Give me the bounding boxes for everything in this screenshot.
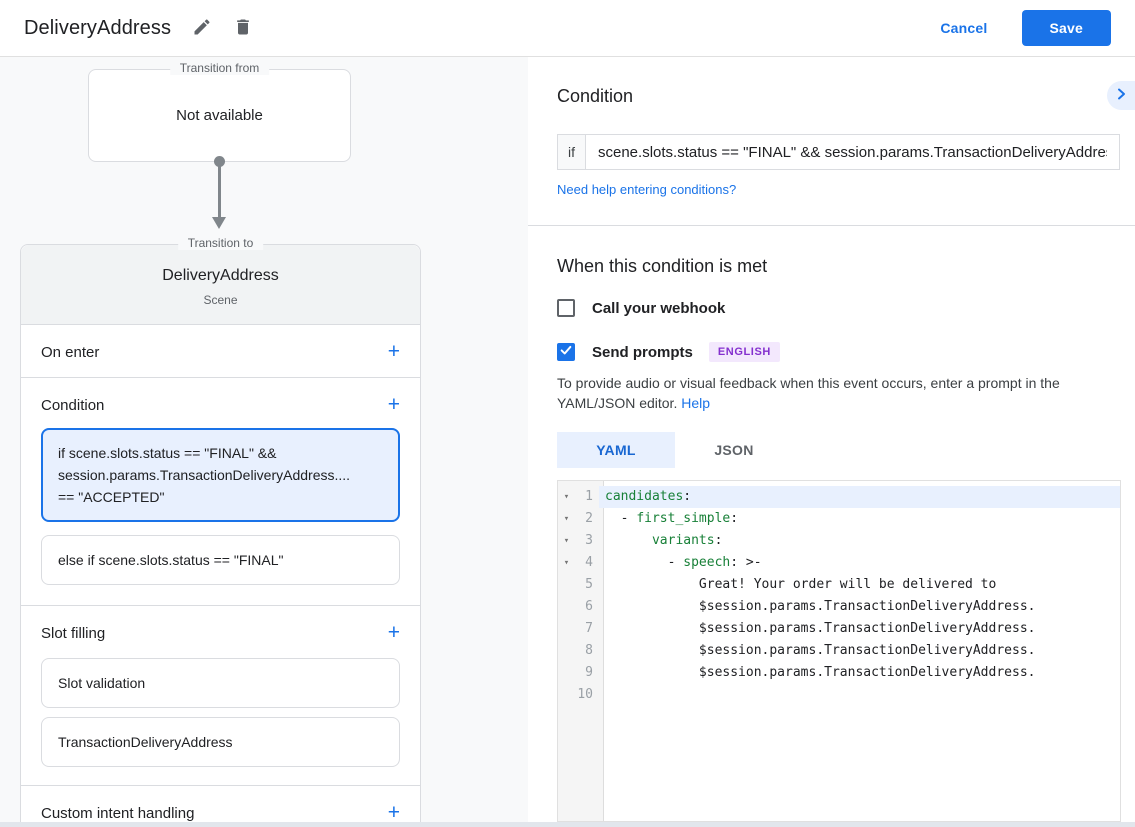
- collapse-panel-button[interactable]: [1107, 81, 1135, 110]
- editor-gutter: [558, 481, 604, 821]
- add-icon: +: [387, 393, 400, 416]
- condition-label: Condition: [41, 396, 105, 414]
- chevron-right-icon: [1113, 86, 1129, 105]
- transition-from-box: Transition from Not available: [88, 61, 351, 162]
- condition-card-selected[interactable]: if scene.slots.status == "FINAL" && sess…: [41, 428, 400, 522]
- send-prompts-option-row: Send prompts ENGLISH: [557, 342, 1135, 362]
- webhook-option-row: Call your webhook: [557, 299, 1135, 317]
- call-webhook-label: Call your webhook: [592, 299, 726, 317]
- code-line[interactable]: Great! Your order will be delivered to: [605, 577, 997, 592]
- add-custom-intent-button[interactable]: +: [387, 801, 400, 824]
- slot-card[interactable]: TransactionDeliveryAddress: [41, 717, 400, 767]
- add-condition-button[interactable]: +: [387, 393, 400, 416]
- line-number: 1: [585, 489, 593, 504]
- code-line[interactable]: variants:: [651, 533, 723, 548]
- section-condition: Condition + if scene.slots.status == "FI…: [21, 378, 420, 606]
- condition-detail-panel: Condition if Need help entering conditio…: [528, 57, 1135, 827]
- condition-expression-input[interactable]: [586, 134, 1120, 170]
- add-on-enter-button[interactable]: +: [387, 340, 400, 363]
- save-button[interactable]: Save: [1021, 10, 1111, 46]
- add-slot-button[interactable]: +: [387, 621, 400, 644]
- tab-json[interactable]: JSON: [675, 432, 793, 468]
- language-badge: ENGLISH: [708, 342, 780, 362]
- fold-toggle-icon: [558, 618, 575, 640]
- pencil-icon: [192, 17, 212, 40]
- yaml-code-editor[interactable]: ▾ 1 candidates: ▾ 2 - first_simple: ▾ 3 varian…: [557, 480, 1121, 822]
- fold-toggle-icon: [558, 662, 575, 684]
- code-line[interactable]: $session.params.TransactionDeliveryAddre…: [605, 599, 1036, 614]
- connector-dot: [214, 156, 225, 167]
- fold-toggle-icon: [558, 684, 575, 706]
- horizontal-scrollbar[interactable]: [0, 822, 1135, 827]
- code-line[interactable]: candidates:: [599, 486, 1120, 508]
- connector-line: [218, 164, 221, 218]
- line-number: 4: [585, 555, 593, 570]
- line-number: 3: [585, 533, 593, 548]
- line-number: 8: [585, 643, 593, 658]
- line-number: 7: [585, 621, 593, 636]
- scene-graph-panel: Transition from Not available Transition…: [0, 57, 528, 827]
- code-line-list: ▾ 1 candidates: ▾ 2 - first_simple: ▾ 3 varian…: [558, 481, 1120, 706]
- trash-icon: [233, 17, 253, 40]
- condition-expression-group: if: [557, 134, 1120, 170]
- if-prefix-label: if: [557, 134, 586, 170]
- checkmark-icon: [559, 343, 573, 362]
- tab-yaml[interactable]: YAML: [557, 432, 675, 468]
- fold-toggle-icon[interactable]: ▾: [563, 558, 570, 568]
- prompts-description: To provide audio or visual feedback when…: [557, 375, 1060, 411]
- transition-from-legend: Transition from: [169, 61, 270, 75]
- fold-toggle-icon[interactable]: ▾: [563, 514, 570, 524]
- on-enter-label: On enter: [41, 343, 100, 361]
- page-title: DeliveryAddress: [24, 16, 172, 39]
- slot-filling-label: Slot filling: [41, 624, 106, 642]
- add-icon: +: [387, 621, 400, 644]
- edit-title-button[interactable]: [192, 17, 212, 40]
- add-icon: +: [387, 340, 400, 363]
- section-divider: [528, 225, 1135, 226]
- condition-card[interactable]: else if scene.slots.status == "FINAL": [41, 535, 400, 585]
- fold-toggle-icon: [558, 596, 575, 618]
- code-line[interactable]: $session.params.TransactionDeliveryAddre…: [605, 621, 1036, 636]
- line-number: 2: [585, 511, 593, 526]
- fold-toggle-icon[interactable]: ▾: [563, 536, 570, 546]
- fold-toggle-icon: [558, 574, 575, 596]
- connector-arrowhead-icon: [212, 217, 226, 229]
- code-line[interactable]: - speech: >-: [605, 555, 762, 570]
- scene-type-label: Scene: [203, 293, 238, 307]
- condition-card-list: if scene.slots.status == "FINAL" && sess…: [21, 428, 420, 605]
- transition-to-legend: Transition to: [177, 236, 264, 250]
- scene-card-header: DeliveryAddress Scene: [21, 245, 420, 325]
- conditions-help-link[interactable]: Need help entering conditions?: [557, 182, 737, 197]
- send-prompts-checkbox[interactable]: [557, 343, 575, 361]
- section-on-enter: On enter +: [21, 325, 420, 378]
- line-number: 6: [585, 599, 593, 614]
- custom-intent-label: Custom intent handling: [41, 804, 195, 822]
- scene-name: DeliveryAddress: [162, 267, 279, 284]
- section-custom-intent: Custom intent handling +: [21, 786, 420, 827]
- code-line[interactable]: - first_simple:: [605, 511, 739, 526]
- code-line[interactable]: $session.params.TransactionDeliveryAddre…: [605, 643, 1036, 658]
- code-line[interactable]: $session.params.TransactionDeliveryAddre…: [605, 665, 1036, 680]
- when-condition-met-title: When this condition is met: [557, 256, 768, 276]
- call-webhook-checkbox[interactable]: [557, 299, 575, 317]
- add-icon: +: [387, 801, 400, 824]
- transition-to-card: Transition to DeliveryAddress Scene On e…: [20, 236, 421, 827]
- line-number: 5: [585, 577, 593, 592]
- cancel-button[interactable]: Cancel: [940, 20, 988, 36]
- fold-toggle-icon[interactable]: ▾: [563, 492, 570, 502]
- condition-panel-title: Condition: [557, 86, 634, 106]
- prompts-help-link[interactable]: Help: [681, 395, 711, 411]
- send-prompts-label: Send prompts: [592, 343, 693, 361]
- top-bar: DeliveryAddress Cancel Save: [0, 0, 1135, 57]
- transition-from-content: Not available: [176, 107, 263, 124]
- fold-toggle-icon: [558, 640, 575, 662]
- line-number: 10: [577, 687, 593, 702]
- code-line[interactable]: [599, 684, 1120, 706]
- slot-card[interactable]: Slot validation: [41, 658, 400, 708]
- line-number: 9: [585, 665, 593, 680]
- delete-scene-button[interactable]: [233, 17, 253, 40]
